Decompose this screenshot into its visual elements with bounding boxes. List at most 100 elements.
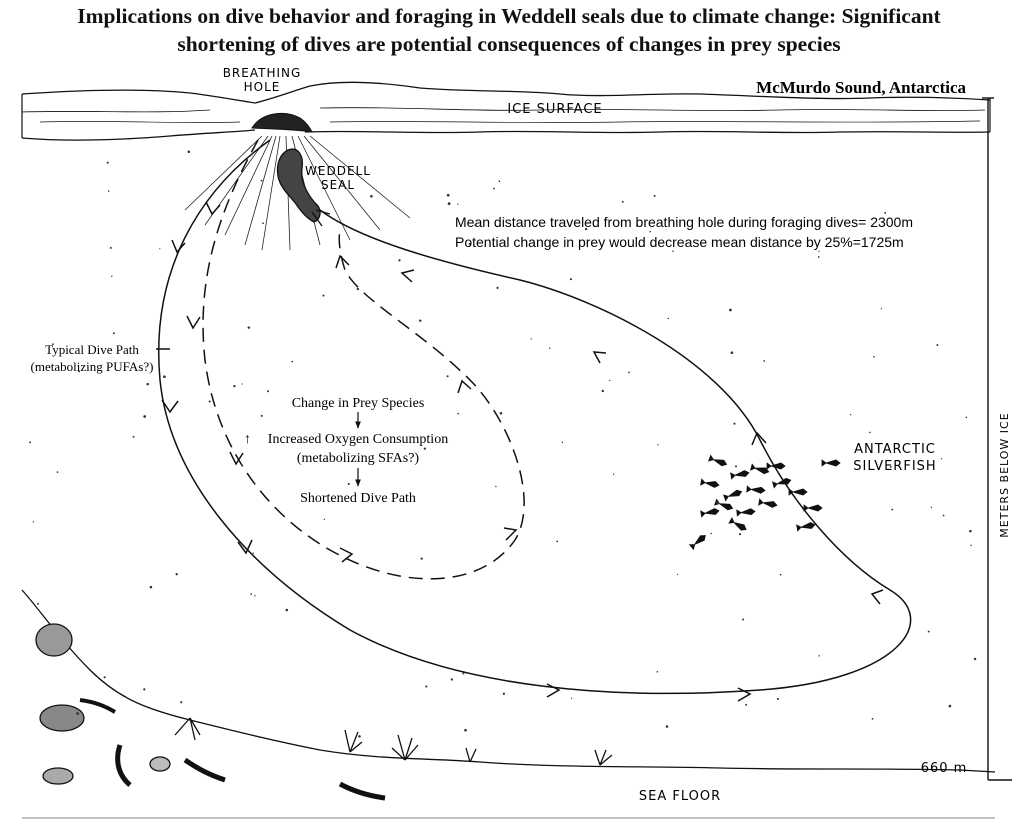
water-speck: [818, 655, 820, 657]
flow-step-sfas: (metabolizing SFAs?): [297, 451, 420, 466]
typical-path-label-2: (metabolizing PUFAs?): [31, 359, 154, 374]
silverfish-2: [730, 470, 750, 480]
water-speck: [628, 371, 630, 374]
water-speck: [56, 471, 59, 473]
breathing-hole-label-1: BREATHING: [223, 66, 302, 80]
water-speck: [498, 180, 501, 183]
distance-note-2: Potential change in prey would decrease …: [455, 234, 904, 250]
water-speck: [502, 692, 506, 695]
water-speck: [973, 657, 977, 661]
water-speck: [942, 514, 945, 517]
water-speck: [446, 375, 449, 378]
water-speck: [103, 676, 106, 679]
water-speck: [716, 501, 720, 505]
typical-path-arrows: [161, 239, 884, 702]
water-speck: [779, 573, 782, 576]
water-speck: [474, 223, 477, 227]
weddell-seal-label-1: WEDDELL: [305, 164, 371, 178]
water-speck: [612, 473, 615, 475]
water-speck: [649, 230, 651, 233]
water-speck: [889, 465, 892, 468]
water-speck: [260, 414, 263, 417]
water-speck: [317, 166, 320, 169]
water-speck: [159, 248, 161, 250]
silverfish-13: [803, 504, 823, 512]
water-speck: [621, 200, 624, 203]
shortened-dive-path: [202, 139, 525, 580]
breathing-hole: [251, 112, 313, 133]
water-speck: [322, 294, 325, 297]
water-speck: [742, 618, 745, 621]
water-speck: [262, 222, 264, 225]
water-speck: [267, 390, 270, 393]
water-speck: [175, 573, 178, 576]
silverfish-label-1: ANTARCTIC: [854, 442, 936, 457]
water-speck: [493, 187, 495, 190]
water-speck: [107, 190, 110, 192]
water-speck: [561, 441, 564, 444]
water-speck: [111, 275, 113, 278]
silverfish-18: [796, 522, 816, 532]
water-speck: [143, 688, 146, 691]
water-speck: [817, 256, 820, 258]
water-speck: [462, 672, 465, 675]
water-specks: [29, 150, 977, 738]
location-label: McMurdo Sound, Antarctica: [756, 78, 966, 97]
breathing-hole-label-2: HOLE: [244, 80, 281, 94]
title-line-1: Implications on dive behavior and foragi…: [77, 4, 941, 28]
water-speck: [32, 521, 35, 523]
water-speck: [776, 697, 779, 700]
silverfish-4: [766, 462, 786, 470]
sea-floor: [21, 589, 996, 819]
water-speck: [745, 703, 748, 706]
distance-note-1: Mean distance traveled from breathing ho…: [455, 214, 913, 230]
flow-step-change-prey: Change in Prey Species: [292, 396, 425, 411]
water-speck: [260, 179, 263, 182]
water-speck: [180, 701, 183, 704]
water-speck: [667, 317, 670, 320]
water-speck: [356, 287, 359, 291]
sea-floor-label: SEA FLOOR: [639, 789, 721, 804]
water-speck: [884, 211, 887, 214]
water-speck: [495, 485, 497, 488]
water-speck: [37, 602, 39, 605]
silverfish-9: [788, 488, 808, 496]
water-speck: [343, 165, 345, 168]
silverfish-3: [750, 463, 770, 475]
silverfish-8: [772, 477, 792, 489]
silverfish-label-2: SILVERFISH: [853, 459, 936, 474]
water-speck: [850, 414, 852, 416]
silverfish-17: [821, 459, 841, 467]
water-speck: [35, 364, 38, 367]
water-speck: [733, 422, 736, 425]
title-line-2: shortening of dives are potential conseq…: [177, 32, 841, 56]
water-speck: [106, 161, 109, 164]
flow-up-arrow: ↑: [244, 432, 251, 447]
water-speck: [208, 400, 211, 403]
water-speck: [370, 195, 373, 198]
water-speck: [425, 685, 428, 688]
silverfish-12: [758, 498, 778, 508]
water-speck: [347, 482, 350, 485]
water-speck: [291, 360, 294, 363]
water-speck: [250, 593, 253, 595]
water-speck: [584, 227, 588, 231]
water-speck: [457, 412, 460, 415]
water-speck: [464, 728, 467, 732]
silverfish-14: [728, 517, 747, 531]
water-speck: [447, 202, 451, 206]
water-speck: [146, 382, 149, 386]
water-speck: [420, 557, 423, 560]
typical-path-label-1: Typical Dive Path: [45, 342, 139, 357]
water-speck: [609, 379, 611, 382]
silverfish-school: [688, 454, 841, 551]
silverfish-16: [688, 535, 706, 551]
ice-surface-label: ICE SURFACE: [507, 102, 602, 117]
water-speck: [734, 465, 738, 468]
water-speck: [163, 375, 166, 379]
depth-value-label: 660 m: [921, 761, 968, 776]
silverfish-6: [722, 489, 743, 502]
water-speck: [570, 697, 573, 699]
water-speck: [52, 343, 54, 346]
